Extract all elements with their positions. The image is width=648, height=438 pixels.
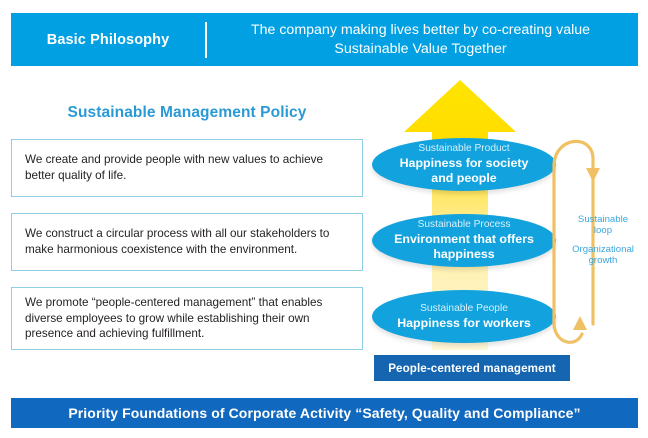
people-centered-management-bar: People-centered management [374,355,570,381]
basic-philosophy-label: Basic Philosophy [46,31,170,48]
ellipse-sustainable-people: Sustainable People Happiness for workers [372,290,556,343]
loop-label-1-line-2: loop [593,225,613,237]
ellipse-2-subtitle: Sustainable Process [417,219,511,231]
loop-arrowhead-down [586,168,600,182]
policy-box-1: We create and provide people with new va… [11,139,363,197]
ellipse-2-title-line-1: Environment that offers [394,232,534,247]
ellipse-2-title-line-2: happiness [433,247,495,262]
loop-label-2-line-1: Organizational [572,244,634,255]
ellipse-3-subtitle: Sustainable People [420,302,508,314]
ellipse-1-title-line-2: and people [431,171,497,186]
policy-text-1: We create and provide people with new va… [25,153,323,182]
tagline-line-1: The company making lives better by co-cr… [250,22,591,39]
policy-box-3: We promote “people-centered management” … [11,287,363,350]
priority-foundations-banner: Priority Foundations of Corporate Activi… [11,398,638,428]
ellipse-1-subtitle: Sustainable Product [418,143,510,155]
loop-label-1-line-1: Sustainable [577,214,629,225]
basic-philosophy-banner: Basic Philosophy The company making live… [11,13,638,66]
loop-label-sustainable-loop: Sustainable loop [562,214,644,237]
loop-label-2-line-2: growth [588,255,618,267]
ellipse-sustainable-process: Sustainable Process Environment that off… [372,214,556,267]
banner-divider [205,21,207,58]
tagline-line-2: Sustainable Value Together [334,40,507,57]
ellipse-3-title-line-1: Happiness for workers [397,315,531,330]
policy-box-2: We construct a circular process with all… [11,213,363,271]
loop-label-organizational-growth: Organizational growth [556,244,648,267]
ellipse-1-title-line-1: Happiness for society [399,156,529,171]
loop-arrowhead-up [573,316,587,330]
ellipse-sustainable-product: Sustainable Product Happiness for societ… [372,138,556,191]
policy-text-3: We promote “people-centered management” … [25,295,323,341]
sustainability-diagram: Sustainable Product Happiness for societ… [366,78,642,388]
policy-text-2: We construct a circular process with all… [25,227,330,256]
philosophy-tagline: The company making lives better by co-cr… [207,21,638,57]
cyclical-loop-arrow-icon [552,139,600,344]
policy-heading: Sustainable Management Policy [67,104,307,121]
